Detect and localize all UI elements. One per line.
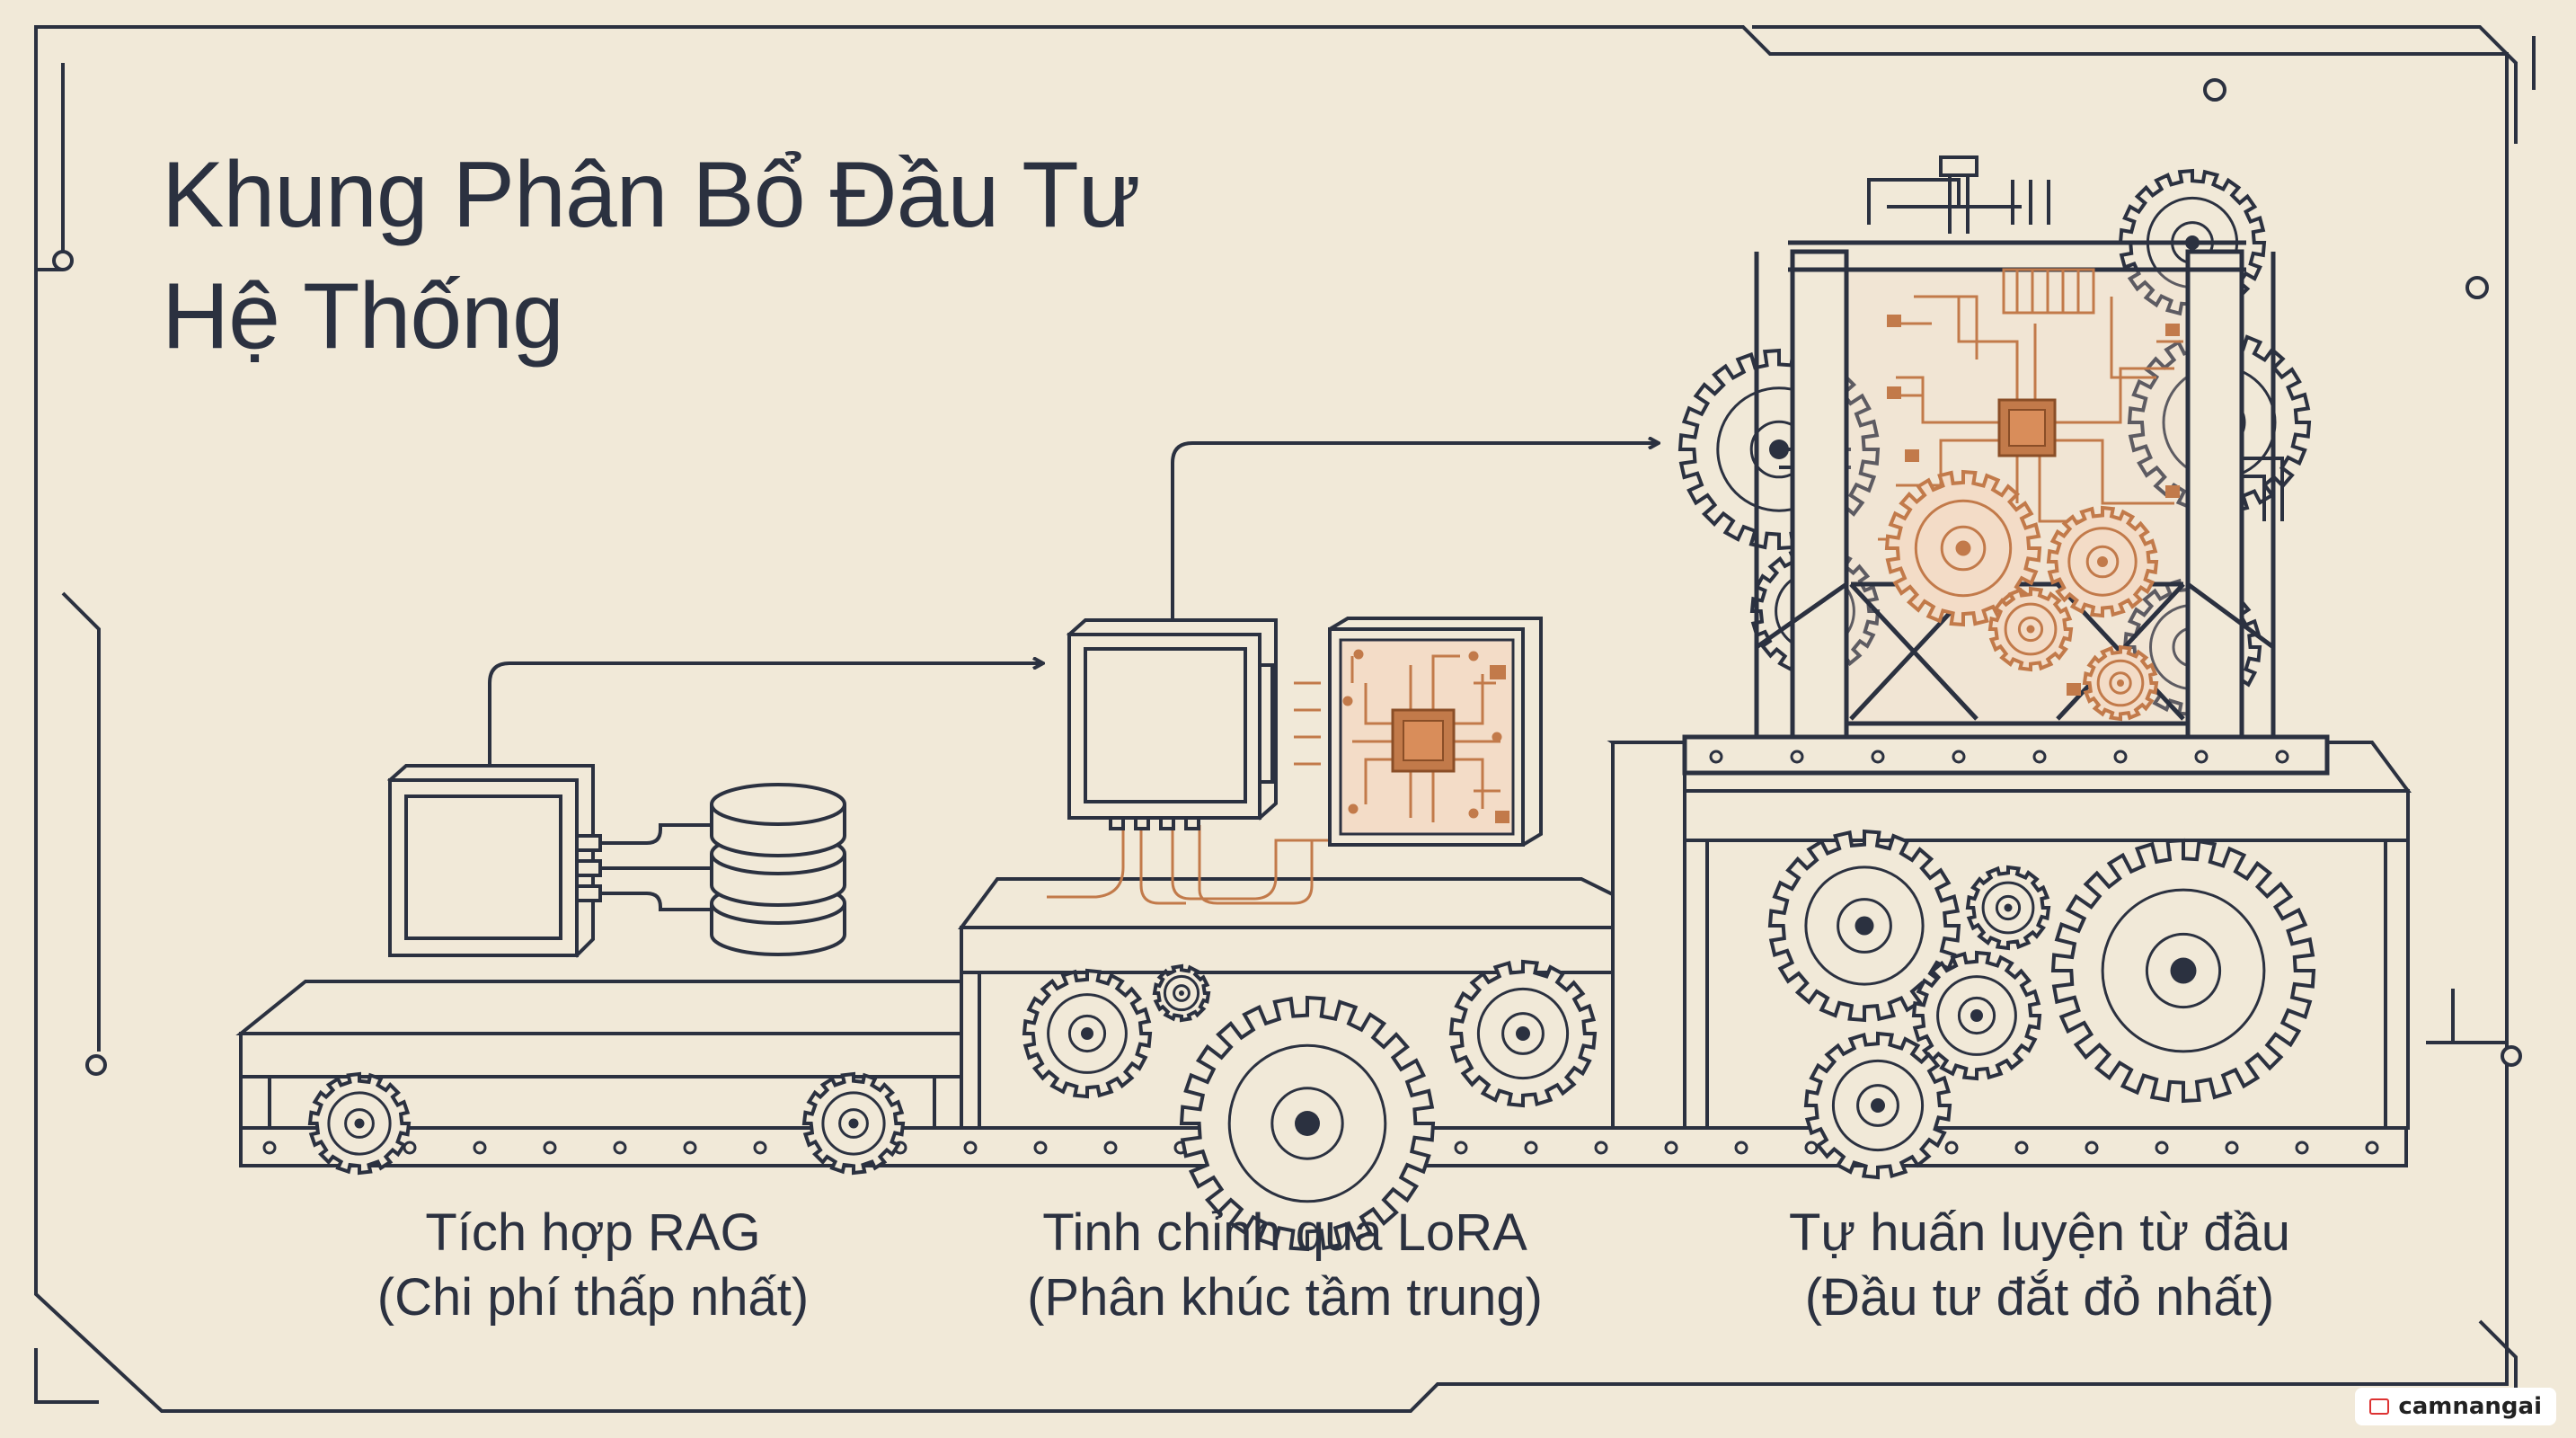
arrow-lora-to-scratch — [1171, 443, 1658, 620]
gear-icon — [1448, 959, 1598, 1108]
gear-icon — [1022, 968, 1153, 1099]
book-icon — [2369, 1398, 2390, 1415]
gear-icon — [307, 1071, 412, 1176]
trace-pad — [1468, 808, 1479, 819]
gear-icon — [2050, 838, 2316, 1104]
chip-pad — [1887, 315, 1901, 327]
rivet — [262, 1141, 277, 1155]
database-icon — [710, 783, 846, 956]
lora-circuit-board-icon — [1294, 617, 1543, 847]
page-title: Khung Phân Bổ Đầu Tư Hệ Thống — [162, 135, 1140, 377]
gear-icon — [801, 1071, 906, 1176]
watermark-text: camnangai — [2398, 1393, 2542, 1420]
rivet — [2225, 1141, 2239, 1155]
circuit-trace — [1957, 297, 2019, 400]
rivet — [2295, 1141, 2309, 1155]
frame-dots — [52, 78, 2522, 1076]
circuit-trace — [2110, 297, 2156, 379]
chip-pad — [2067, 683, 2081, 696]
rivet — [613, 1141, 627, 1155]
chip-pad — [1905, 449, 1919, 462]
rivet — [963, 1141, 978, 1155]
rivet — [1952, 750, 1966, 764]
trace-pad — [1468, 651, 1479, 661]
chip-pad — [2165, 485, 2180, 498]
rivet — [1524, 1141, 1538, 1155]
rivet — [683, 1141, 697, 1155]
rivet — [1871, 750, 1885, 764]
tier-cost: (Chi phí thấp nhất) — [376, 1268, 810, 1327]
rivet — [2194, 750, 2209, 764]
rivet — [473, 1141, 487, 1155]
trace-pad — [1492, 732, 1502, 742]
rivet — [1033, 1141, 1048, 1155]
rivet — [2365, 1141, 2379, 1155]
gear-icon — [1884, 469, 2042, 627]
circuit-trace — [1454, 758, 1484, 809]
tier-name: Tự huấn luyện từ đầu — [1788, 1203, 2291, 1262]
gear-icon — [1179, 995, 1436, 1252]
rivet — [753, 1141, 767, 1155]
rag-gears — [307, 1071, 906, 1176]
gear-icon — [2082, 644, 2159, 722]
rivet — [2113, 750, 2128, 764]
title-line-2: Hệ Thống — [162, 264, 564, 368]
scratch-gears — [1767, 829, 2316, 1180]
rivet — [1709, 750, 1723, 764]
rivet — [1790, 750, 1804, 764]
rivet — [2275, 750, 2289, 764]
rivet — [543, 1141, 557, 1155]
rivet — [2085, 1141, 2099, 1155]
lora-monitor-icon — [1067, 618, 1278, 830]
rivet — [1594, 1141, 1608, 1155]
lora-gears — [1022, 959, 1598, 1252]
rivet — [1103, 1141, 1118, 1155]
gear-icon — [2046, 505, 2159, 618]
trace-pad — [1342, 696, 1353, 706]
rivet — [1734, 1141, 1748, 1155]
rivet — [1944, 1141, 1959, 1155]
rivet — [1664, 1141, 1678, 1155]
circuit-trace — [2055, 439, 2174, 505]
gear-icon — [1767, 829, 1961, 1023]
circuit-trace — [1914, 295, 1978, 360]
rivet — [2032, 750, 2047, 764]
trace-pad — [1348, 803, 1359, 814]
tier-label-lora: Tinh chỉnh qua LoRA (Phân khúc tầm trung… — [970, 1201, 1599, 1330]
rag-monitor-icon — [387, 764, 710, 958]
rivet — [1454, 1141, 1468, 1155]
rivet — [1804, 1141, 1819, 1155]
gear-icon — [1911, 950, 2042, 1081]
arrow-rag-to-lora — [488, 663, 1042, 768]
tier-name: Tích hợp RAG — [425, 1203, 761, 1262]
rivet — [2155, 1141, 2169, 1155]
lora-wires — [1047, 825, 1330, 905]
rivet-row-upper — [1709, 750, 2289, 764]
tier-label-scratch: Tự huấn luyện từ đầu (Đầu tư đắt đỏ nhất… — [1725, 1201, 2354, 1330]
circuit-trace — [1896, 376, 1999, 424]
machine-circuit-core-icon — [1878, 268, 2183, 722]
circuit-trace — [2055, 367, 2174, 424]
tier-name: Tinh chỉnh qua LoRA — [1042, 1203, 1527, 1262]
machine-pipes — [1779, 155, 2284, 521]
watermark-badge: camnangai — [2355, 1388, 2556, 1425]
title-line-1: Khung Phân Bổ Đầu Tư — [162, 143, 1140, 247]
border-frame — [34, 25, 2536, 1413]
gear-icon — [1803, 1031, 1952, 1180]
circuit-trace — [1364, 683, 1393, 725]
tier-cost: (Phân khúc tầm trung) — [1027, 1268, 1543, 1327]
tier-label-rag: Tích hợp RAG (Chi phí thấp nhất) — [323, 1201, 863, 1330]
trace-pad — [1353, 649, 1364, 660]
chip-pad — [2165, 324, 2180, 336]
chip-pad — [1887, 386, 1901, 399]
gear-icon — [1987, 586, 2074, 672]
gear-icon — [1965, 865, 2051, 951]
rivet — [2014, 1141, 2029, 1155]
gear-icon — [1152, 963, 1211, 1023]
circuit-trace — [1454, 674, 1484, 725]
circuit-trace — [1431, 654, 1460, 710]
circuit-trace — [1364, 758, 1393, 804]
tier-cost: (Đầu tư đắt đỏ nhất) — [1804, 1268, 2275, 1327]
